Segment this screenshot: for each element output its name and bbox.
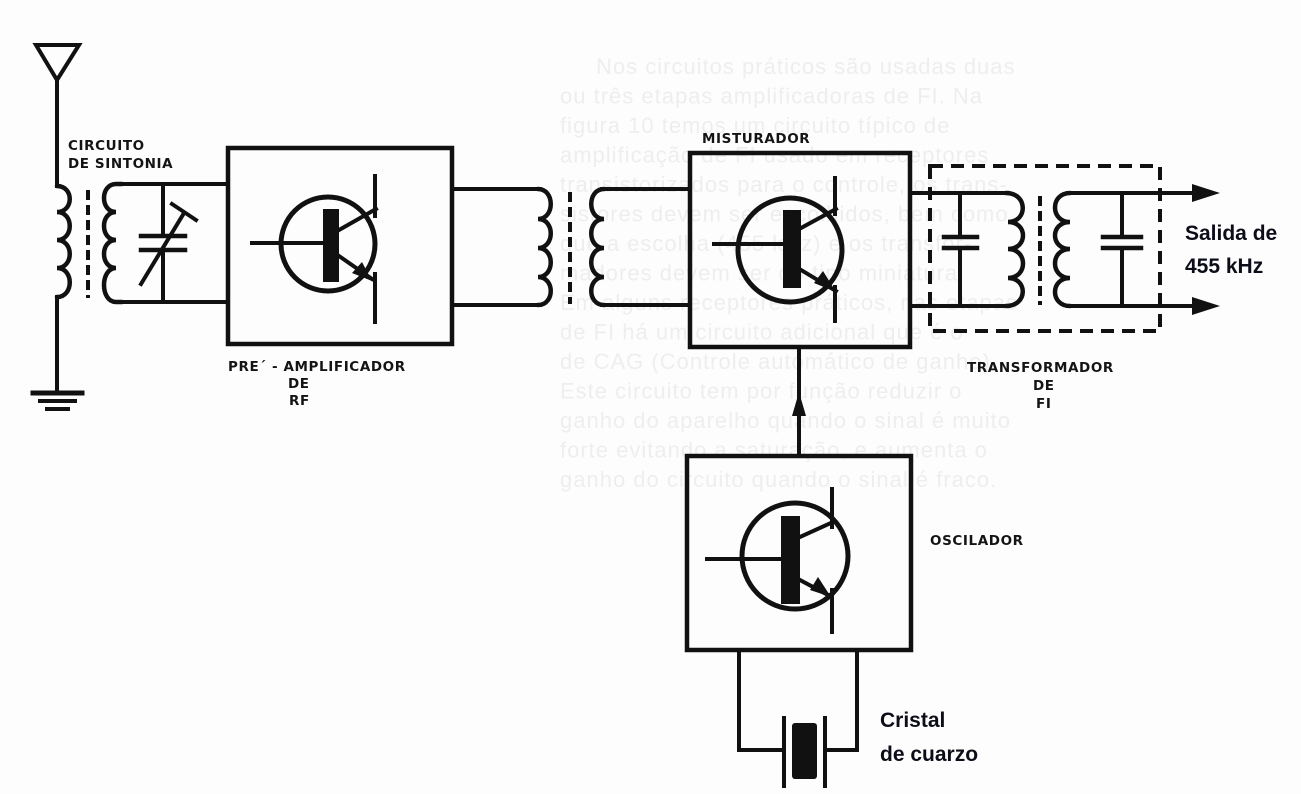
output-arrow-icon [1192, 184, 1220, 202]
tuning-circuit: CIRCUITO DE SINTONIA [30, 138, 230, 411]
lo-signal-arrow-icon [792, 345, 806, 458]
if-capacitor-icon [1100, 191, 1144, 308]
if-secondary-coil-icon [1052, 190, 1073, 309]
tuning-circuit-label-1: CIRCUITO [68, 138, 145, 154]
oscillator-block: OSCILADOR [684, 453, 1024, 653]
transistor-icon [705, 487, 851, 634]
oscillator-label: OSCILADOR [930, 533, 1024, 549]
bleed-text-line: ganho do aparelho quando o sinal é muito [560, 408, 1011, 433]
bleed-text-line: de CAG (Controle automático de ganho). [560, 349, 998, 374]
rf-preamp-label-3: RF [289, 393, 310, 409]
transistor-icon [712, 176, 845, 323]
mixer-label: MISTURADOR [702, 131, 810, 147]
if-transformer-block: TRANSFORMADOR DE FI [908, 164, 1220, 412]
rf-preamp-label-1: PRE´ - AMPLIFICADOR [228, 359, 406, 375]
bleed-text-line: figura 10 temos um circuito típico de [560, 113, 950, 138]
if-transformer-label-3: FI [1036, 396, 1051, 412]
rf-coupling-transformer-icon [450, 186, 692, 308]
antenna-icon [32, 43, 83, 188]
if-capacitor-icon [941, 191, 980, 308]
antenna-coil-icon [54, 183, 72, 300]
output-label-1: Salida de [1185, 222, 1277, 245]
bleed-text-line: de FI há um circuito adicional que é o [560, 320, 964, 345]
bleed-text-line: Este circuito tem por função reduzir o [560, 379, 962, 404]
bleed-text-line: forte evitando a saturação, e aumenta o [560, 438, 988, 463]
bleed-text-line: Nos circuitos práticos são usadas duas [596, 54, 1016, 79]
bleed-text-line: ganho do circuito quando o sinal é fraco… [560, 467, 997, 492]
tuning-circuit-label-2: DE SINTONIA [68, 156, 173, 172]
variable-capacitor-icon [138, 182, 199, 304]
output-arrow-icon [1192, 297, 1220, 315]
bleed-text-line: madores devem ser do tipo miniatura. [560, 261, 965, 286]
transistor-icon [250, 174, 379, 324]
bleed-text-line: ou três etapas amplificadoras de FI. Na [560, 84, 983, 109]
rf-preamp-label-2: DE [288, 376, 310, 392]
crystal-icon [737, 648, 859, 788]
if-primary-coil-icon [1003, 190, 1026, 309]
output-label-2: 455 kHz [1185, 255, 1263, 278]
if-transformer-label-1: TRANSFORMADOR [967, 360, 1114, 376]
background-bleed-text: Nos circuitos práticos são usadas duas ou… [560, 54, 1017, 492]
crystal-label-1: Cristal [880, 709, 945, 732]
rf-preamp-block: PRE´ - AMPLIFICADOR DE RF [225, 145, 455, 409]
if-transformer-label-2: DE [1033, 378, 1055, 394]
crystal-label-2: de cuarzo [880, 743, 978, 766]
ground-icon [30, 390, 85, 411]
secondary-coil-icon [101, 181, 125, 305]
